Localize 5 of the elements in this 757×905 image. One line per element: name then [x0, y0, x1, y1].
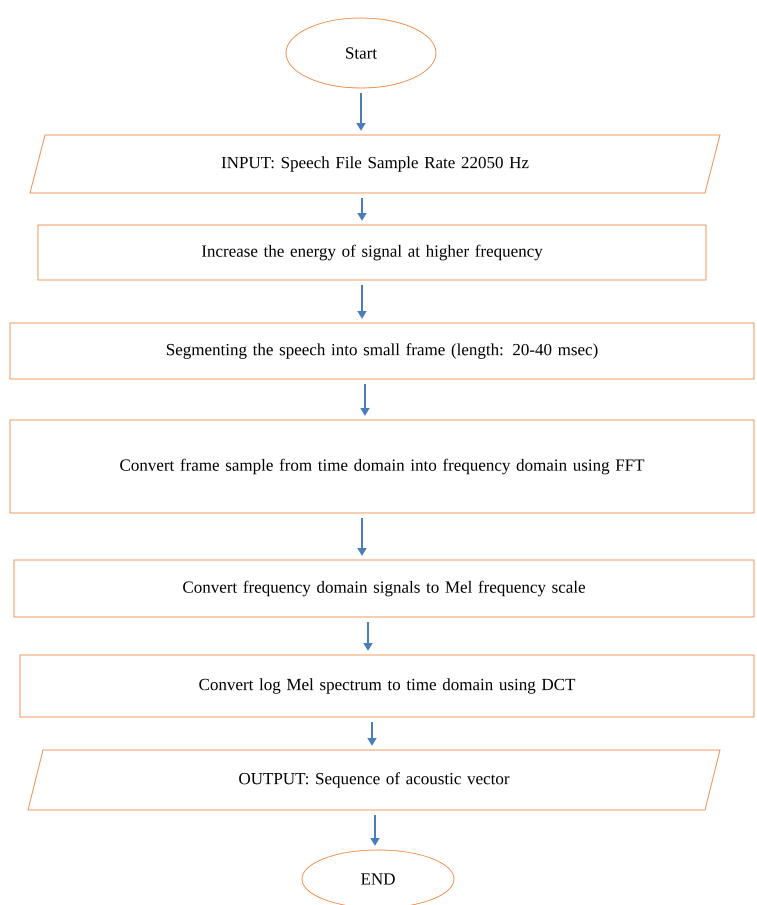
process-box: Convert frequency domain signals to Mel frequency scale — [14, 560, 754, 618]
process-box: Convert log Mel spectrum to time domain using DCT — [20, 654, 754, 718]
process-box: Segmenting the speech into small frame (length: 20-40 msec) — [10, 322, 754, 380]
process-box: Convert frame sample from time domain into frequency domain using FFT — [10, 420, 754, 514]
process-box: Increase the energy of signal at higher frequency — [38, 224, 706, 280]
